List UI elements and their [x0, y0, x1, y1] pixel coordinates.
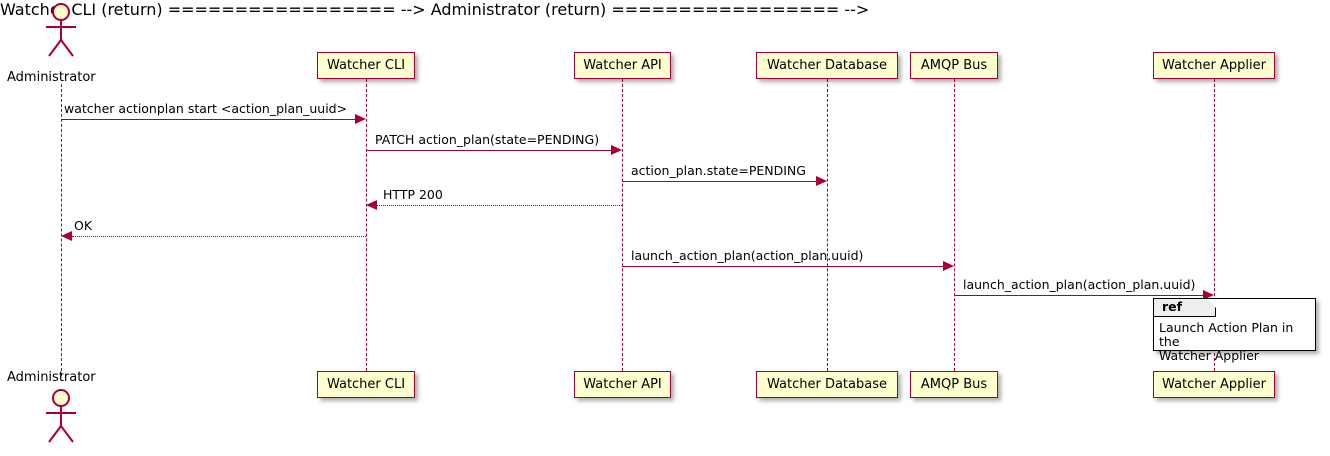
participant-watcher-database-bottom[interactable]: Watcher Database: [756, 371, 898, 398]
actor-label-administrator-bottom: Administrator: [7, 370, 96, 385]
lifeline-watcher-cli: [366, 79, 367, 371]
ref-fragment: ref Launch Action Plan in the Watcher Ap…: [1153, 298, 1316, 363]
ref-fragment-tab-label: ref: [1154, 299, 1216, 317]
arrow-head-7: [1203, 290, 1214, 300]
message-label-ok: OK: [74, 218, 93, 233]
participant-watcher-applier-bottom[interactable]: Watcher Applier: [1153, 371, 1275, 398]
participant-amqp-bus-top[interactable]: AMQP Bus: [910, 52, 998, 79]
actor-stick-figure-icon: [46, 389, 76, 443]
participant-amqp-bus-bottom[interactable]: AMQP Bus: [910, 371, 998, 398]
lifeline-watcher-api: [622, 79, 623, 371]
message-line-1: [61, 119, 355, 120]
message-line-4: [377, 205, 622, 206]
message-label-launch-action-plan-amqp: launch_action_plan(action_plan.uuid): [631, 248, 864, 263]
lifeline-administrator: [61, 84, 62, 376]
message-label-action-plan-state-pending: action_plan.state=PENDING: [631, 163, 806, 178]
participant-watcher-cli-top[interactable]: Watcher CLI: [317, 52, 415, 79]
actor-label-administrator-top: Administrator: [7, 70, 96, 85]
arrow-head-1: [355, 114, 366, 124]
message-label-launch-action-plan-applier: launch_action_plan(action_plan.uuid): [963, 277, 1196, 292]
participant-watcher-api-top[interactable]: Watcher API: [574, 52, 671, 79]
arrow-head-3: [816, 176, 827, 186]
message-line-2: [366, 150, 611, 151]
arrow-head-4: [366, 200, 377, 210]
message-label-patch-action-plan: PATCH action_plan(state=PENDING): [375, 132, 600, 147]
lifeline-amqp-bus: [954, 79, 955, 371]
message-line-7: [954, 295, 1203, 296]
message-label-watcher-actionplan-start: watcher actionplan start <action_plan_uu…: [64, 101, 348, 116]
message-line-6: [622, 266, 943, 267]
arrow-head-5: [61, 231, 72, 241]
participant-watcher-api-bottom[interactable]: Watcher API: [574, 371, 671, 398]
arrow-head-2: [611, 145, 622, 155]
lifeline-watcher-applier: [1214, 79, 1215, 371]
participant-watcher-cli-bottom[interactable]: Watcher CLI: [317, 371, 415, 398]
participant-watcher-database-top[interactable]: Watcher Database: [756, 52, 898, 79]
arrow-head-6: [943, 261, 954, 271]
actor-administrator-bottom: [31, 388, 91, 444]
ref-fragment-body: Launch Action Plan in the Watcher Applie…: [1159, 320, 1294, 363]
participant-watcher-applier-top[interactable]: Watcher Applier: [1153, 52, 1275, 79]
actor-administrator-top: [31, 2, 91, 58]
message-line-3: [622, 181, 816, 182]
actor-stick-figure-icon: [46, 3, 76, 57]
message-line-5: [72, 236, 366, 237]
lifeline-watcher-database: [827, 79, 828, 371]
message-label-http-200: HTTP 200: [383, 187, 443, 202]
